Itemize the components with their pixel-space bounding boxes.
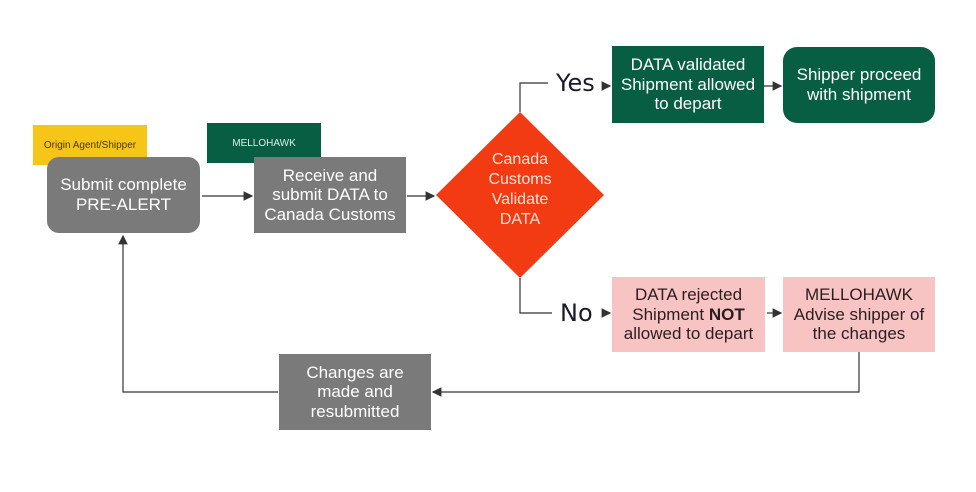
- node-text: DATA rejected: [634, 285, 743, 305]
- node-text: Receive and: [282, 165, 378, 185]
- changes-resubmitted-node: Changes are made and resubmitted: [279, 354, 431, 430]
- no-label: No: [560, 299, 593, 327]
- node-text: Shipper proceed: [796, 65, 922, 85]
- node-text: Canada Customs: [264, 204, 396, 224]
- arrow-advise-to-changes: [431, 352, 860, 397]
- node-text: to depart: [654, 94, 722, 114]
- node-text: Shipment NOT: [624, 305, 753, 325]
- shipper-proceed-node: Shipper proceed with shipment: [783, 47, 935, 123]
- node-text: Shipment allowed: [620, 74, 756, 94]
- decision-label: Canada Customs Validate DATA: [455, 150, 585, 230]
- node-text: Advise shipper of: [793, 304, 925, 324]
- mellohawk-tag-label: MELLOHAWK: [232, 137, 296, 149]
- origin-agent-tag-label: Origin Agent/Shipper: [43, 139, 137, 151]
- receive-submit-data-node: Receive and submit DATA to Canada Custom…: [254, 157, 406, 233]
- node-text: the changes: [812, 324, 906, 344]
- no-branch-line: [519, 278, 552, 314]
- node-text: PRE-ALERT: [75, 195, 172, 214]
- node-text: resubmitted: [310, 401, 400, 421]
- node-text: MELLOHAWK: [804, 285, 913, 305]
- node-text: Validate: [491, 191, 549, 208]
- node-text: DATA validated: [630, 55, 746, 75]
- yes-label: Yes: [556, 69, 595, 97]
- node-text: submit DATA to: [272, 185, 388, 205]
- node-text: with shipment: [807, 85, 911, 104]
- node-text-emphasis: NOT: [708, 304, 745, 324]
- advise-shipper-node: MELLOHAWK Advise shipper of the changes: [783, 277, 935, 352]
- data-validated-node: DATA validated Shipment allowed to depar…: [612, 46, 764, 123]
- node-text: DATA: [499, 211, 541, 228]
- mellohawk-tag: MELLOHAWK: [207, 123, 321, 163]
- node-text: Customs: [488, 171, 552, 188]
- node-text-prefix: Shipment: [632, 304, 709, 324]
- submit-pre-alert-node: Submit complete PRE-ALERT: [47, 157, 200, 233]
- arrow-changes-to-submit: [118, 234, 278, 393]
- node-text: made and: [317, 382, 393, 402]
- yes-branch-line: [519, 82, 548, 112]
- node-text: Canada: [491, 151, 549, 168]
- decision-diamond: [436, 112, 604, 278]
- node-text: allowed to depart: [623, 324, 754, 344]
- data-rejected-node: DATA rejected Shipment NOT allowed to de…: [612, 277, 765, 352]
- node-text: Submit complete: [60, 175, 187, 195]
- node-text: Changes are: [306, 362, 404, 382]
